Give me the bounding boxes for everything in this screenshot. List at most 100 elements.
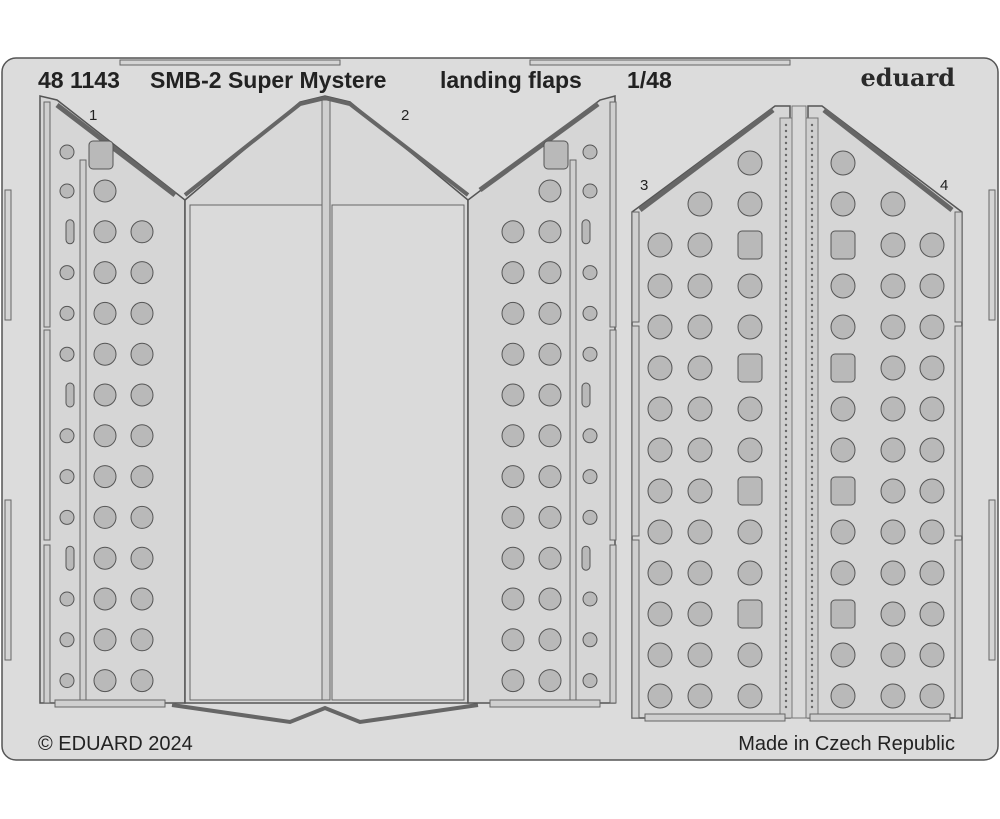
hole (501, 383, 525, 407)
part-number-1: 1 (89, 107, 97, 124)
perforation-dot (810, 681, 814, 685)
perforation-dot (784, 495, 788, 499)
perforation-dot (784, 147, 788, 151)
perforation-dot (784, 387, 788, 391)
perforation-dot (784, 417, 788, 421)
hole (919, 355, 945, 381)
hole (647, 273, 673, 299)
hole (130, 628, 154, 652)
perforation-dot (810, 237, 814, 241)
hole (93, 220, 117, 244)
hole (93, 383, 117, 407)
perforation-dot (784, 363, 788, 367)
perforation-dot (810, 267, 814, 271)
perforation-dot (810, 555, 814, 559)
hole (93, 301, 117, 325)
perforation-dot (810, 339, 814, 343)
hole (737, 519, 763, 545)
hole (59, 305, 75, 321)
perforation-dot (810, 705, 814, 709)
hole (687, 642, 713, 668)
hole (130, 342, 154, 366)
perforation-dot (810, 291, 814, 295)
hole (687, 519, 713, 545)
hole (880, 642, 906, 668)
perforation-dot (810, 561, 814, 565)
hole (93, 465, 117, 489)
perforation-dot (810, 297, 814, 301)
hole (130, 220, 154, 244)
perforation-dot (784, 333, 788, 337)
fret-frame-rails (4, 59, 996, 661)
perforation-dot (784, 513, 788, 517)
perforation-dot (810, 507, 814, 511)
perforation-dot (810, 381, 814, 385)
perforation-dot (810, 213, 814, 217)
hole (830, 437, 856, 463)
perforation-dot (810, 171, 814, 175)
perforation-dot (810, 585, 814, 589)
perforation-dot (810, 663, 814, 667)
hole (687, 232, 713, 258)
perforation-dot (810, 633, 814, 637)
perforation-dot (810, 525, 814, 529)
hole (830, 191, 856, 217)
hole (582, 632, 598, 648)
perforation-dot (810, 159, 814, 163)
perforation-dot (810, 549, 814, 553)
perforation-dot (810, 597, 814, 601)
hole (880, 601, 906, 627)
perforation-dot (784, 339, 788, 343)
perforation-dot (810, 351, 814, 355)
perforation-dot (784, 573, 788, 577)
hole (737, 560, 763, 586)
hole (880, 519, 906, 545)
perforation-dot (810, 315, 814, 319)
hole (647, 437, 673, 463)
hole (582, 673, 598, 689)
perforation-dot (810, 369, 814, 373)
hole (737, 683, 763, 709)
perforation-dot (784, 441, 788, 445)
hole (582, 183, 598, 199)
perforation-dot (784, 687, 788, 691)
perforation-dot (784, 321, 788, 325)
perforation-dot (810, 273, 814, 277)
perforation-dot (810, 645, 814, 649)
hole (538, 342, 562, 366)
hole (919, 478, 945, 504)
perforation-dot (810, 465, 814, 469)
perforation-dot (784, 357, 788, 361)
hole (93, 424, 117, 448)
perforation-dot (784, 345, 788, 349)
perforation-dot (784, 669, 788, 673)
hole (93, 546, 117, 570)
hole (687, 601, 713, 627)
hole (830, 396, 856, 422)
perforation-dot (810, 357, 814, 361)
copyright-text: © EDUARD 2024 (38, 733, 193, 755)
hole (830, 560, 856, 586)
perforation-dot (784, 633, 788, 637)
perforation-dot (810, 387, 814, 391)
perforation-dot (784, 327, 788, 331)
perforation-dot (810, 615, 814, 619)
perforation-dot (810, 429, 814, 433)
perforation-dot (810, 399, 814, 403)
perforation-dot (810, 447, 814, 451)
hole (880, 437, 906, 463)
perforation-dot (810, 435, 814, 439)
hole (130, 546, 154, 570)
perforation-dot (810, 519, 814, 523)
perforation-dot (784, 303, 788, 307)
hole (737, 273, 763, 299)
catalog-number: 48 1143 (38, 67, 120, 93)
hole (59, 632, 75, 648)
hole (647, 232, 673, 258)
hole (501, 261, 525, 285)
hole (830, 519, 856, 545)
square-hole (737, 599, 763, 629)
perforation-dot (784, 465, 788, 469)
hole (130, 261, 154, 285)
hole (737, 396, 763, 422)
